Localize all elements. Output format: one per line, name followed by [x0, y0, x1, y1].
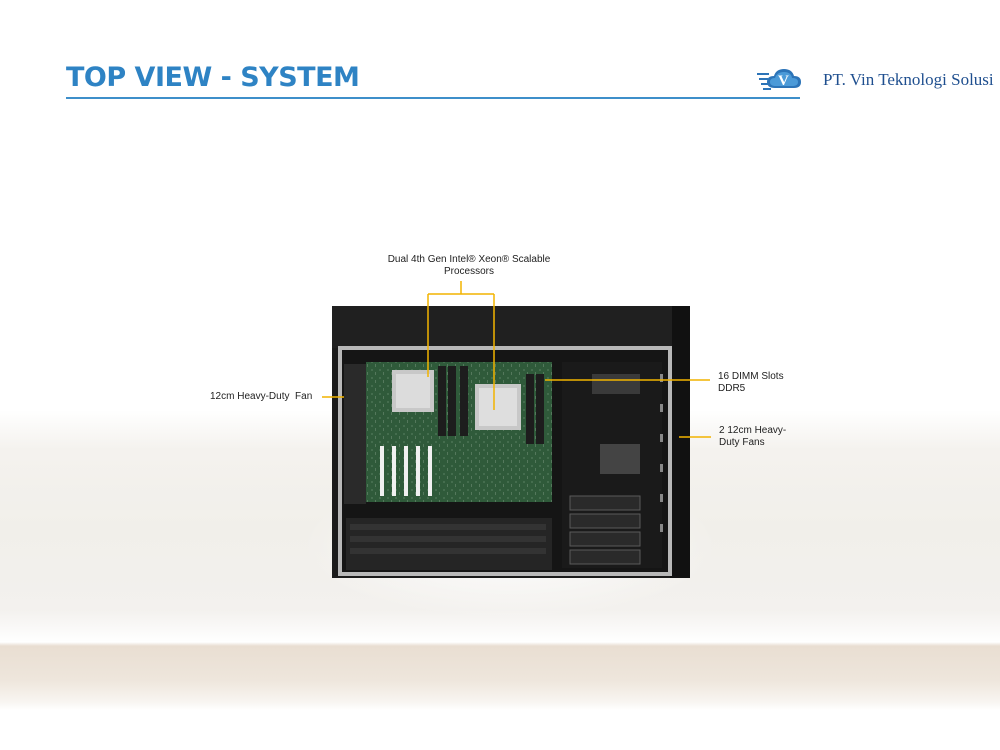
fans-right-label-line1: 2 12cm Heavy- [719, 425, 787, 436]
dimm-label-line2: DDR5 [718, 383, 746, 394]
processors-callout: Dual 4th Gen Intel® Xeon® Scalable Proce… [377, 254, 561, 278]
logo-letter: V [778, 73, 789, 89]
processors-label-line1: Dual 4th Gen Intel® Xeon® Scalable [387, 254, 551, 265]
company-logo: V [757, 69, 801, 90]
cloud-icon [767, 69, 801, 88]
dimm-label-line1: 16 DIMM Slots [718, 371, 784, 382]
page-title: TOP VIEW - SYSTEM [66, 62, 360, 93]
title-divider [66, 97, 800, 99]
dimm-callout: 16 DIMM Slots DDR5 [718, 371, 784, 395]
company-name: PT. Vin Teknologi Solusi [823, 70, 994, 89]
speed-lines-icon [757, 73, 771, 90]
processors-label-line2: Processors [443, 266, 494, 277]
fan-left-label: 12cm Heavy-Duty Fan [210, 391, 313, 402]
fans-right-callout: 2 12cm Heavy- Duty Fans [719, 425, 786, 449]
server-chassis-image [332, 306, 690, 578]
fans-right-label-line2: Duty Fans [719, 437, 765, 448]
